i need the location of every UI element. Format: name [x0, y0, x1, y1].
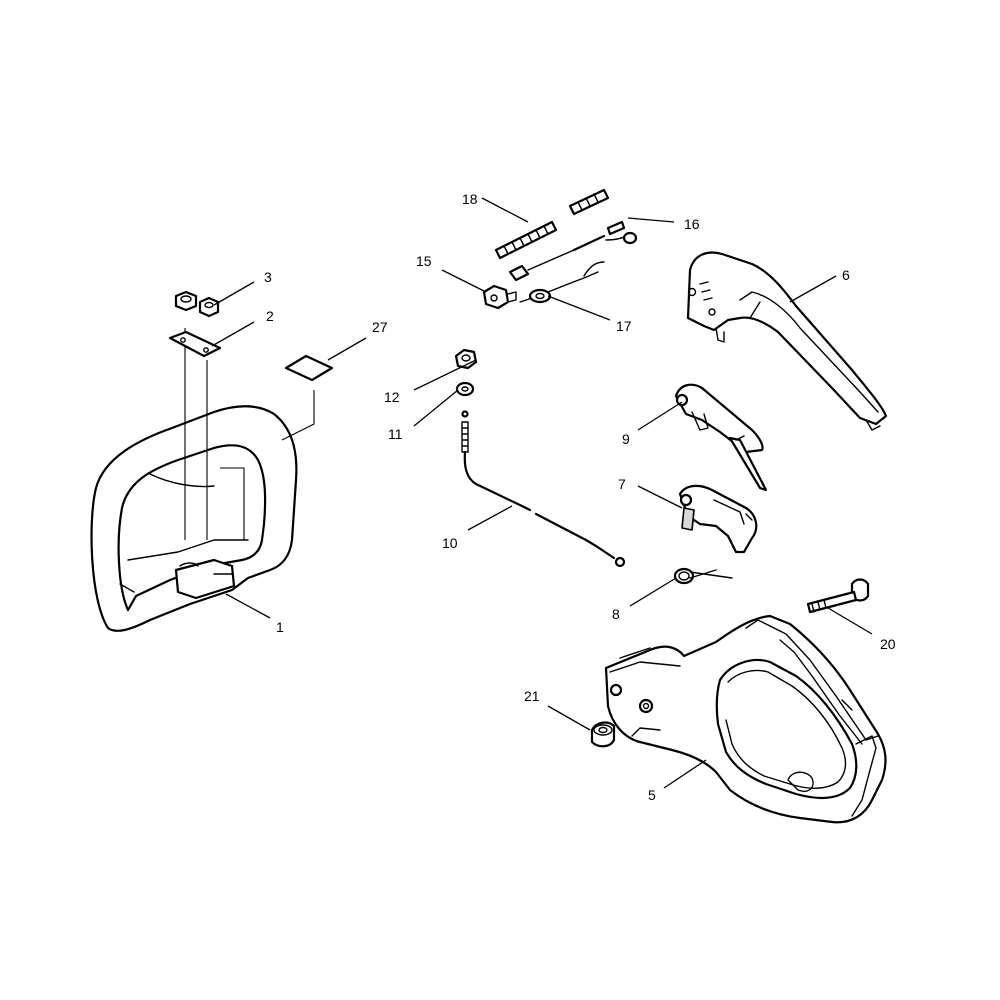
- trigger-lever-part-9: [674, 383, 768, 492]
- spring-part-18: [494, 188, 610, 260]
- guide-line-label: [281, 390, 315, 441]
- callout-15: 15: [416, 253, 432, 269]
- bolt-part-20: [806, 578, 870, 614]
- rear-handle-body-part-5: [604, 614, 887, 824]
- callout-7: 7: [618, 476, 626, 492]
- callout-1: 1: [276, 619, 284, 635]
- handle-cover-part-6: [686, 251, 888, 431]
- torsion-spring-part-8: [673, 567, 733, 585]
- callout-17: 17: [616, 318, 632, 334]
- callout-12: 12: [384, 389, 400, 405]
- callout-27: 27: [372, 319, 388, 335]
- callout-11: 11: [388, 426, 403, 442]
- callout-10: 10: [442, 535, 458, 551]
- leader-lines: [211, 197, 873, 789]
- nut-part-12: [454, 348, 478, 370]
- callout-5: 5: [648, 787, 656, 803]
- callout-9: 9: [622, 431, 630, 447]
- callout-20: 20: [880, 636, 896, 652]
- washer-part-11: [455, 381, 475, 418]
- switch-part-15: [482, 284, 517, 310]
- throttle-lock-part-7: [678, 484, 758, 554]
- callout-2: 2: [266, 308, 274, 324]
- plate-part-2: [168, 330, 222, 358]
- wire-part-16: [508, 220, 638, 282]
- callout-16: 16: [684, 216, 700, 232]
- callout-21: 21: [524, 688, 540, 704]
- nut-part-3: [174, 290, 220, 318]
- callout-3: 3: [264, 269, 272, 285]
- collar-nut-part-21: [590, 721, 616, 748]
- callout-8: 8: [612, 606, 620, 622]
- throttle-cable-part-10: [461, 421, 626, 568]
- ground-wire-part-17: [519, 261, 605, 304]
- callout-6: 6: [842, 267, 850, 283]
- label-part-27: [284, 354, 334, 382]
- front-handle-part-1: [90, 405, 298, 632]
- guide-line-label-2: [220, 467, 245, 540]
- callout-18: 18: [462, 191, 478, 207]
